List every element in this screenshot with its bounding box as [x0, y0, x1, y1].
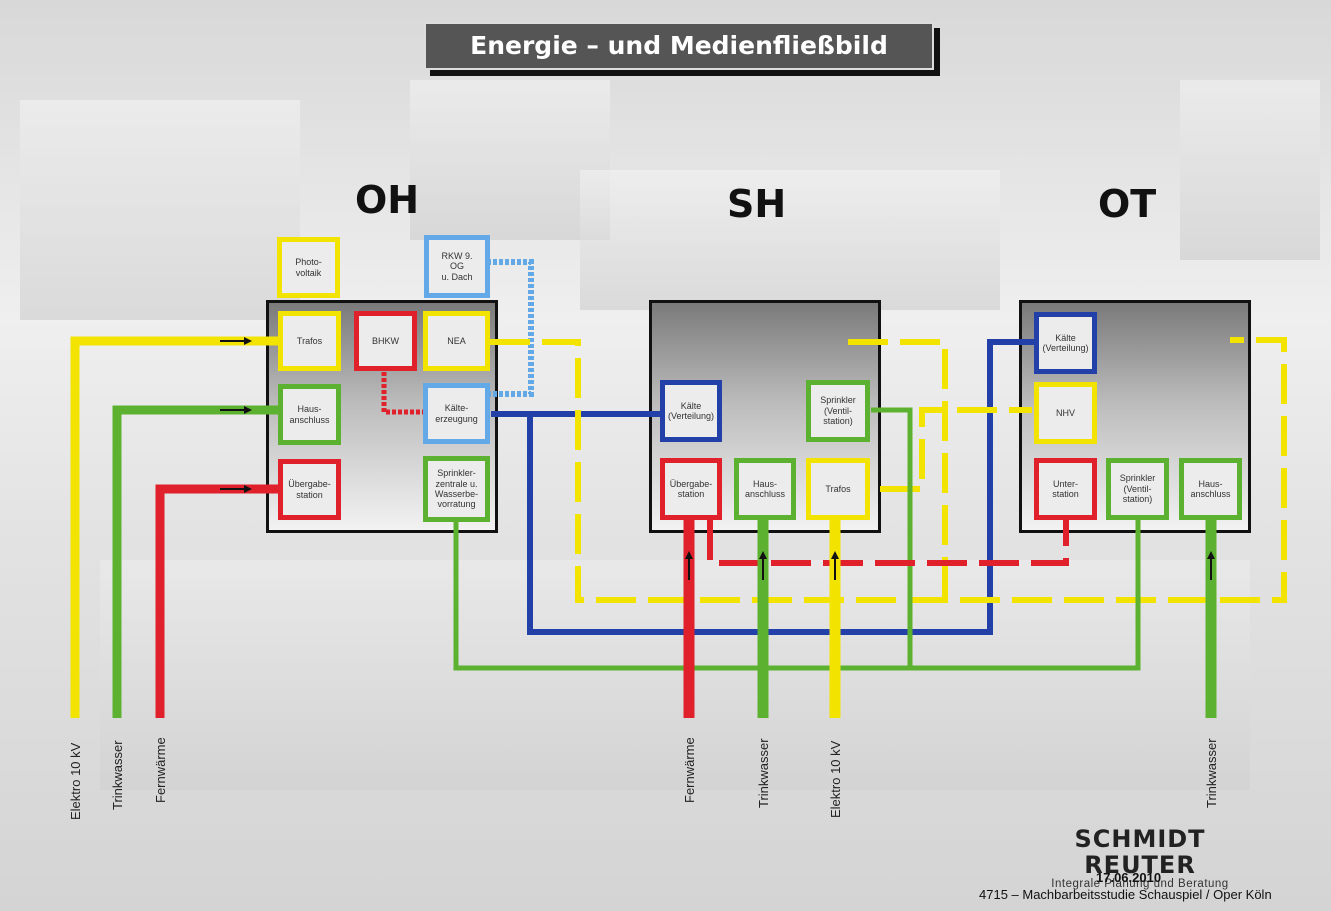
feed-label-sh-elektro: Elektro 10 kV — [828, 741, 843, 818]
unit-sh-kaelte: Kälte (Verteilung) — [660, 380, 722, 442]
unit-oh-kaelteerzeugung: Kälte- erzeugung — [423, 383, 490, 444]
feed-label-sh-trinkwasser: Trinkwasser — [756, 738, 771, 808]
unit-oh-hausanschluss: Haus- anschluss — [278, 384, 341, 445]
feed-label-ot-trinkwasser: Trinkwasser — [1204, 738, 1219, 808]
feed-label-oh-trinkwasser: Trinkwasser — [110, 740, 125, 810]
unit-ot-kaelte: Kälte (Verteilung) — [1034, 312, 1097, 374]
line-sprinkler-network — [456, 520, 1138, 668]
unit-oh-uebergabe: Übergabe- station — [278, 459, 341, 520]
unit-oh-sprinkler: Sprinkler- zentrale u. Wasserbe- vorratu… — [423, 456, 490, 522]
document-date: 17.06.2010 — [1096, 870, 1161, 885]
feed-label-oh-elektro: Elektro 10 kV — [68, 743, 83, 820]
line-bhkw-kaelte — [384, 372, 424, 412]
unit-rkw: RKW 9. OG u. Dach — [424, 235, 490, 298]
line-oh-trinkwasser — [117, 410, 279, 718]
unit-sh-sprinkler: Sprinkler (Ventil- station) — [806, 380, 870, 442]
unit-sh-trafos: Trafos — [806, 458, 870, 520]
feed-label-oh-fernwaerme: Fernwärme — [153, 737, 168, 803]
feed-label-sh-fernwaerme: Fernwärme — [682, 737, 697, 803]
unit-ot-hausanschluss: Haus- anschluss — [1179, 458, 1242, 520]
line-oh-elektro — [75, 341, 279, 718]
unit-ot-nhv: NHV — [1034, 382, 1097, 444]
unit-oh-trafos: Trafos — [278, 311, 341, 371]
unit-ot-sprinkler: Sprinkler (Ventil- station) — [1106, 458, 1169, 520]
unit-sh-hausanschluss: Haus- anschluss — [734, 458, 796, 520]
unit-photovoltaik: Photo- voltaik — [277, 237, 340, 298]
line-rkw-kaelte — [487, 262, 531, 394]
unit-ot-unterstation: Unter- station — [1034, 458, 1097, 520]
line-oh-fernwaerme — [160, 489, 279, 718]
project-caption: 4715 – Machbarbeitsstudie Schauspiel / O… — [979, 887, 1272, 902]
unit-sh-uebergabe: Übergabe- station — [660, 458, 722, 520]
unit-oh-nea: NEA — [423, 311, 490, 371]
unit-oh-bhkw: BHKW — [354, 311, 417, 371]
